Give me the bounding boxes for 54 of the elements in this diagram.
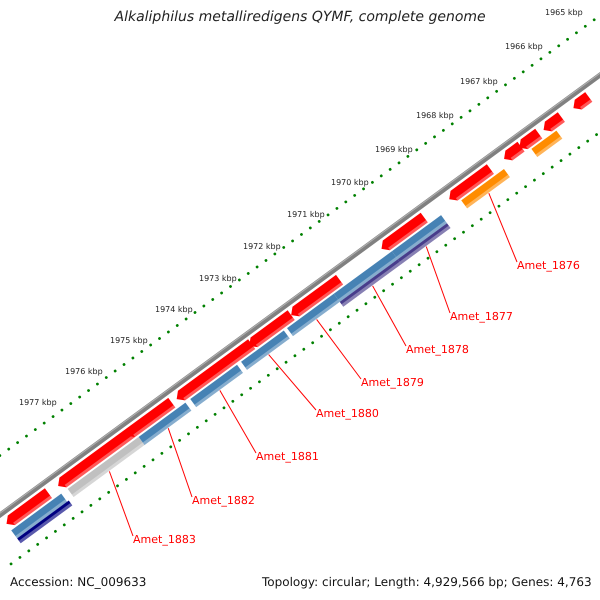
gene-label: Amet_1879 [361,377,424,388]
gene-bar [287,294,340,336]
leader-line [168,428,192,498]
leader-line [108,470,134,536]
scale-label: 1977 kbp [19,399,57,407]
leader-line [316,318,362,380]
gene-block [519,128,542,150]
gene-block [126,398,176,438]
gene-block [58,427,136,488]
gene-block [504,142,525,160]
gene-bar [340,259,402,307]
gene-label: Amet_1880 [316,408,379,419]
scale-label: 1966 kbp [505,43,543,51]
scale-label: 1971 kbp [287,211,325,219]
scale-label: 1973 kbp [199,275,237,283]
title: Alkaliphilus metalliredigens QYMF, complete genome [114,10,486,24]
scale-label: 1972 kbp [243,243,281,251]
leader-line [268,354,316,410]
scale-label: 1969 kbp [375,146,413,154]
gene-label: Amet_1877 [450,311,513,322]
gene-label: Amet_1881 [256,451,319,462]
gene-block [249,310,295,348]
scale-label: 1976 kbp [65,368,103,376]
gene-bar [334,251,398,302]
gene-block [449,164,494,201]
scale-label: 1970 kbp [331,179,369,187]
scale-label: 1975 kbp [110,337,148,345]
gene-block [382,212,428,250]
gene-bar [68,436,145,497]
gene-bar [531,130,562,157]
gene-label: Amet_1876 [517,260,580,271]
gene-block [291,274,344,316]
gene-bar [138,402,192,445]
scale-label: 1967 kbp [460,78,498,86]
leader-line [488,192,518,262]
accession-text: Accession: NC_009633 [10,576,146,588]
scale-label: 1974 kbp [155,306,193,314]
gene-block [573,92,592,110]
gene-bar [241,330,290,370]
leader-line [219,390,256,454]
gene-bar [392,215,447,260]
gene-label: Amet_1878 [406,344,469,355]
scale-label: 1965 kbp [545,9,583,17]
gene-bar [461,169,510,208]
gene-block [6,488,52,526]
gene-label: Amet_1882 [192,495,255,506]
gene-block [176,339,256,400]
scale-label: 1968 kbp [416,112,454,120]
gene-bar [398,223,451,264]
gene-label: Amet_1883 [133,534,196,545]
gene-bar [190,364,243,408]
summary-text: Topology: circular; Length: 4,929,566 bp; Genes: 4,763 [262,576,592,588]
gene-bar [11,494,68,538]
gene-block [544,112,565,132]
